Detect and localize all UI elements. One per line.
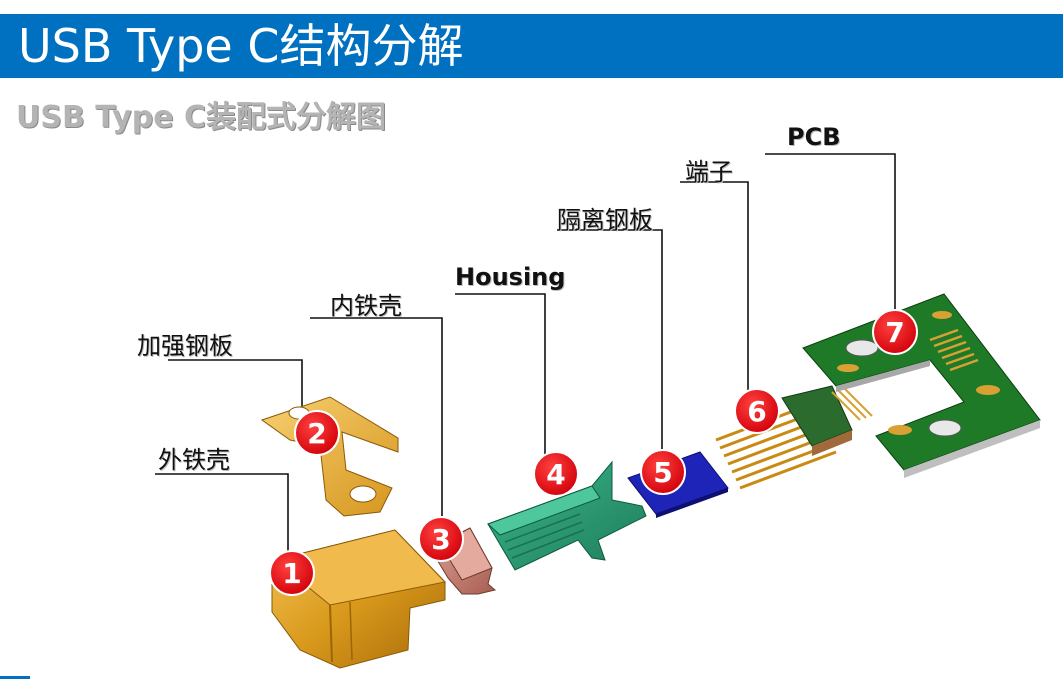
badge-number-inner-shell: 3 [431, 523, 450, 556]
badge-number-pcb: 7 [885, 316, 904, 349]
label-stiffener-plate: 加强钢板 [137, 332, 233, 360]
badge-number-terminals: 6 [747, 395, 766, 428]
label-terminals: 端子 [685, 158, 733, 186]
outer-shell-shape [271, 529, 446, 669]
label-isolation-plate: 隔离钢板 [557, 206, 653, 234]
leader-line-inner-shell [310, 317, 443, 520]
leader-line-isolation-plate [557, 229, 663, 455]
footer-accent-bar [0, 676, 30, 679]
page-subtitle: USB Type C装配式分解图 [16, 100, 387, 135]
label-outer-shell: 外铁壳 [158, 446, 230, 474]
badge-inner-shell: 3 [418, 516, 464, 562]
badge-stiffener-plate: 2 [294, 410, 340, 456]
housing-shape [487, 460, 647, 571]
leader-line-pcb [765, 153, 896, 315]
leader-line-housing [455, 293, 546, 460]
badge-terminals: 6 [734, 388, 780, 434]
badge-number-housing: 4 [546, 458, 565, 491]
label-pcb: PCB [787, 123, 841, 151]
badge-number-outer-shell: 1 [282, 557, 301, 590]
badge-number-isolation-plate: 5 [653, 456, 672, 489]
badge-housing: 4 [533, 451, 579, 497]
terminals-shape [715, 385, 873, 490]
badge-pcb: 7 [872, 309, 918, 355]
pcb-shape [802, 293, 1041, 478]
badge-isolation-plate: 5 [640, 449, 686, 495]
leader-line-stiffener-plate [168, 359, 303, 410]
badge-outer-shell: 1 [269, 550, 315, 596]
leader-line-outer-shell [155, 473, 289, 560]
label-inner-shell: 内铁壳 [330, 292, 402, 320]
badge-number-stiffener-plate: 2 [307, 417, 326, 450]
page-title: USB Type C结构分解 [18, 19, 464, 73]
label-housing: Housing [455, 263, 566, 291]
leader-line-terminals [680, 181, 749, 395]
title-bar: USB Type C结构分解 [0, 14, 1063, 78]
